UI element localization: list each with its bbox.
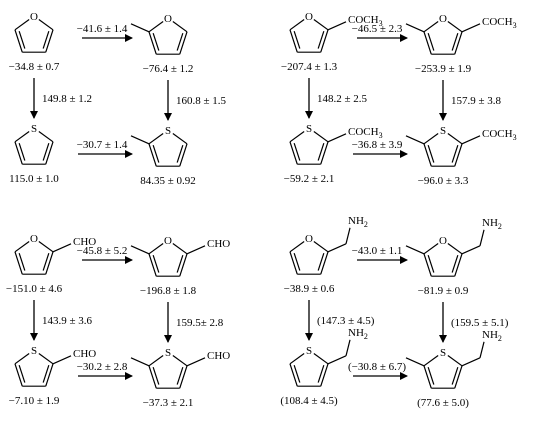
parent-o-to-s-value: 149.8 ± 1.2 <box>42 93 92 105</box>
parent-methylation-value-thiophene: −30.7 ± 1.4 <box>77 139 128 151</box>
aminomethyl-thiophene-structure: S NH2 <box>289 327 368 387</box>
formyl-label: CHO <box>207 238 230 250</box>
aminomethyl-furan-value: −38.9 ± 0.6 <box>284 283 335 295</box>
formyl-furan-structure: O CHO <box>14 233 96 275</box>
formyl-o-to-s-value: 143.9 ± 3.6 <box>42 315 93 327</box>
heteroatom-label: O <box>305 233 313 245</box>
aminomethyl-o-to-s-value: (147.3 ± 4.5) <box>317 315 375 327</box>
aminomethyl-thiophene-value: (108.4 ± 4.5) <box>280 395 338 407</box>
heteroatom-label: S <box>306 123 312 135</box>
acetyl-o-to-s-value: 148.2 ± 2.5 <box>317 93 368 105</box>
heteroatom-label: S <box>165 347 171 359</box>
parent-furan-structure: O <box>14 11 54 53</box>
parent-thiophene-value: 115.0 ± 1.0 <box>9 173 59 185</box>
heteroatom-label: S <box>440 347 446 359</box>
heteroatom-label: O <box>439 235 447 247</box>
acetyl-o-to-s-methyl-value: 157.9 ± 3.8 <box>451 95 502 107</box>
acetyl-label: COCH3 <box>348 14 383 28</box>
heteroatom-label: O <box>164 13 172 25</box>
acetyl-methylfuran-structure: O COCH3 <box>405 13 517 55</box>
heteroatom-label: S <box>31 345 37 357</box>
acetyl-furan-value: −207.4 ± 1.3 <box>281 61 338 73</box>
acetyl-label: COCH3 <box>348 126 383 140</box>
parent-methylation-value-furan: −41.6 ± 1.4 <box>77 23 128 35</box>
aminomethyl-furan-structure: O NH2 <box>289 215 368 275</box>
heteroatom-label: S <box>440 125 446 137</box>
formyl-methylation-value-furan: −45.8 ± 5.2 <box>77 245 128 257</box>
acetyl-methylation-value-furan: −46.5 ± 2.3 <box>352 23 403 35</box>
formyl-methylthiophene-value: −37.3 ± 2.1 <box>143 397 194 409</box>
heteroatom-label: O <box>305 11 313 23</box>
formyl-methylfuran-structure: O CHO <box>130 235 230 277</box>
parent-methylthiophene-structure: S <box>130 125 188 167</box>
acetyl-methylation-value-thiophene: −36.8 ± 3.9 <box>352 139 403 151</box>
parent-o-to-s-methyl-value: 160.8 ± 1.5 <box>176 95 227 107</box>
acetyl-thiophene-structure: S COCH3 <box>289 123 383 165</box>
acetyl-methylfuran-value: −253.9 ± 1.9 <box>415 63 472 75</box>
formyl-methylfuran-value: −196.8 ± 1.8 <box>140 285 197 297</box>
heteroatom-label: S <box>31 123 37 135</box>
heteroatom-label: O <box>30 233 38 245</box>
aminomethyl-methylthiophene-structure: S NH2 <box>405 329 502 389</box>
amino-label: NH2 <box>482 217 502 231</box>
aminomethyl-methylfuran-structure: O NH2 <box>405 217 502 277</box>
formyl-thiophene-value: −7.10 ± 1.9 <box>9 395 60 407</box>
heteroatom-label: S <box>165 125 171 137</box>
formyl-furan-value: −151.0 ± 4.6 <box>6 283 63 295</box>
acetyl-thiophene-value: −59.2 ± 2.1 <box>284 173 335 185</box>
heteroatom-label: O <box>439 13 447 25</box>
formyl-methylation-value-thiophene: −30.2 ± 2.8 <box>77 361 128 373</box>
amino-label: NH2 <box>482 329 502 343</box>
acetyl-label: COCH3 <box>482 128 517 142</box>
parent-methylthiophene-value: 84.35 ± 0.92 <box>140 175 196 187</box>
formyl-label: CHO <box>73 236 96 248</box>
heteroatom-label: S <box>306 345 312 357</box>
parent-methylfuran-structure: O <box>130 13 188 55</box>
heteroatom-label: O <box>30 11 38 23</box>
aminomethyl-o-to-s-methyl-value: (159.5 ± 5.1) <box>451 317 509 329</box>
parent-methylfuran-value: −76.4 ± 1.2 <box>143 63 194 75</box>
acetyl-methylthiophene-structure: S COCH3 <box>405 125 517 167</box>
aminomethyl-methylfuran-value: −81.9 ± 0.9 <box>418 285 469 297</box>
formyl-methylthiophene-structure: S CHO <box>130 347 230 389</box>
aminomethyl-methylation-value-thiophene: (−30.8 ± 6.7) <box>348 361 406 373</box>
acetyl-label: COCH3 <box>482 16 517 30</box>
aminomethyl-methylation-value-furan: −43.0 ± 1.1 <box>352 245 403 257</box>
formyl-o-to-s-methyl-value: 159.5± 2.8 <box>176 317 224 329</box>
heteroatom-label: O <box>164 235 172 247</box>
formyl-label: CHO <box>207 350 230 362</box>
acetyl-methylthiophene-value: −96.0 ± 3.3 <box>418 175 469 187</box>
amino-label: NH2 <box>348 327 368 341</box>
formyl-thiophene-structure: S CHO <box>14 345 96 387</box>
acetyl-furan-structure: O COCH3 <box>289 11 383 53</box>
formyl-label: CHO <box>73 348 96 360</box>
amino-label: NH2 <box>348 215 368 229</box>
parent-furan-value: −34.8 ± 0.7 <box>9 61 60 73</box>
parent-thiophene-structure: S <box>14 123 54 165</box>
aminomethyl-methylthiophene-value: (77.6 ± 5.0) <box>417 397 469 409</box>
